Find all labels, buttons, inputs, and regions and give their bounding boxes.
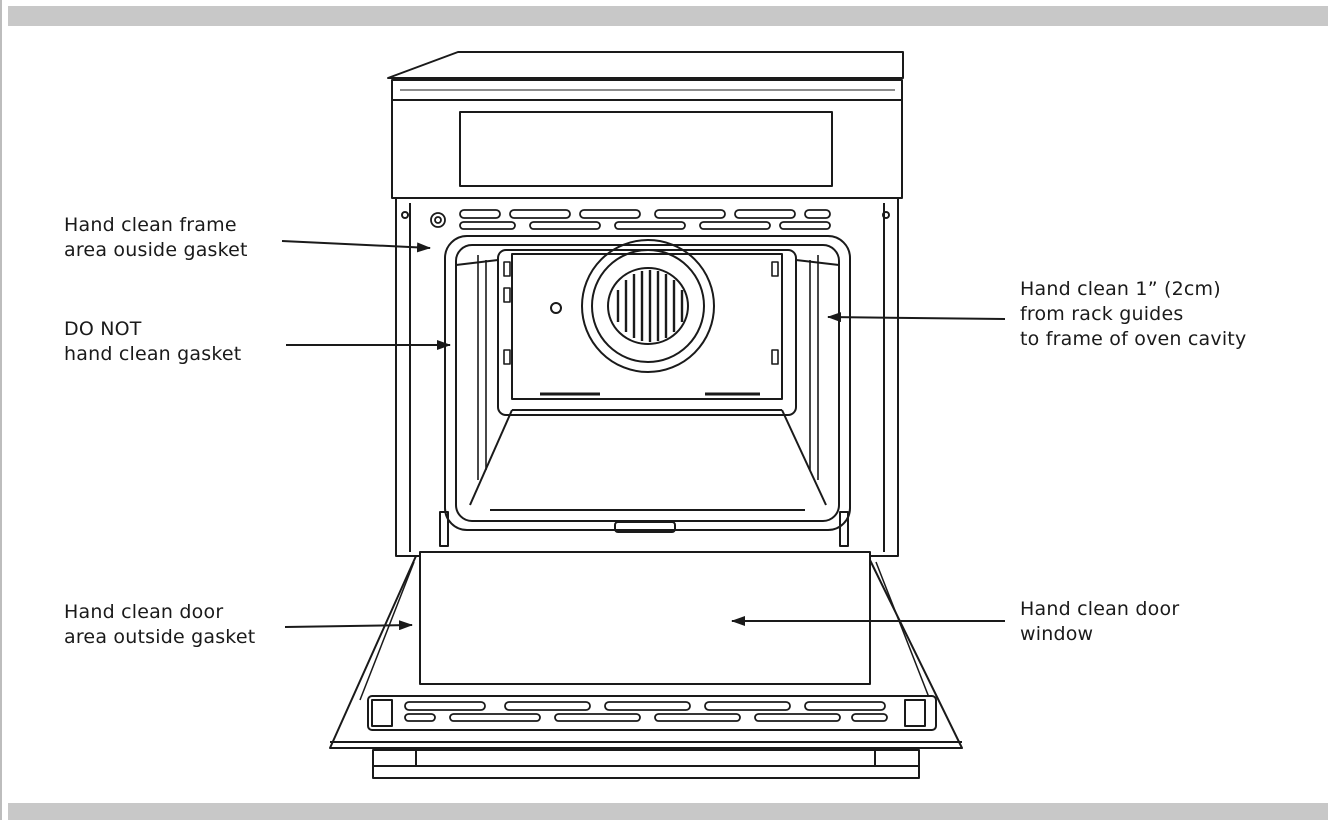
label-frame-outside-gasket: Hand clean frame area ouside gasket: [64, 213, 248, 263]
bottom-band: [8, 803, 1328, 820]
oven-base: [372, 749, 920, 779]
label-door-outside-gasket: Hand clean door area outside gasket: [64, 600, 255, 650]
label-line: Hand clean door: [64, 601, 224, 623]
arrow-door-outside-gasket: [284, 620, 413, 631]
label-line: Hand clean door: [1020, 598, 1180, 620]
control-display: [459, 111, 833, 187]
convection-fan: [550, 239, 715, 373]
label-line: from rack guides: [1020, 303, 1184, 325]
top-band: [8, 6, 1328, 26]
callout-arrows: [281, 240, 1006, 631]
label-line: DO NOT: [64, 318, 142, 340]
label-line: area ouside gasket: [64, 239, 248, 261]
frame-knob: [430, 212, 446, 228]
label-do-not-gasket: DO NOT hand clean gasket: [64, 317, 241, 367]
oven-top-cap: [387, 51, 904, 79]
label-line: area outside gasket: [64, 626, 256, 648]
rack-guides: [477, 255, 819, 480]
label-line: to frame of oven cavity: [1020, 328, 1247, 350]
door-gasket: [444, 235, 851, 531]
top-vent-slots: [430, 209, 831, 230]
page-left-rule: [0, 0, 2, 820]
arrow-rack-guides: [827, 312, 1006, 323]
label-line: hand clean gasket: [64, 343, 242, 365]
oven-illustration: [329, 51, 963, 779]
door-window: [419, 551, 871, 685]
label-line: Hand clean frame: [64, 214, 237, 236]
label-rack-guides: Hand clean 1” (2cm) from rack guides to …: [1020, 277, 1246, 352]
label-line: window: [1020, 623, 1094, 645]
label-door-window: Hand clean door window: [1020, 597, 1179, 647]
arrow-frame-outside-gasket: [281, 240, 431, 253]
label-line: Hand clean 1” (2cm): [1020, 278, 1221, 300]
door-vent-slots: [404, 701, 888, 722]
